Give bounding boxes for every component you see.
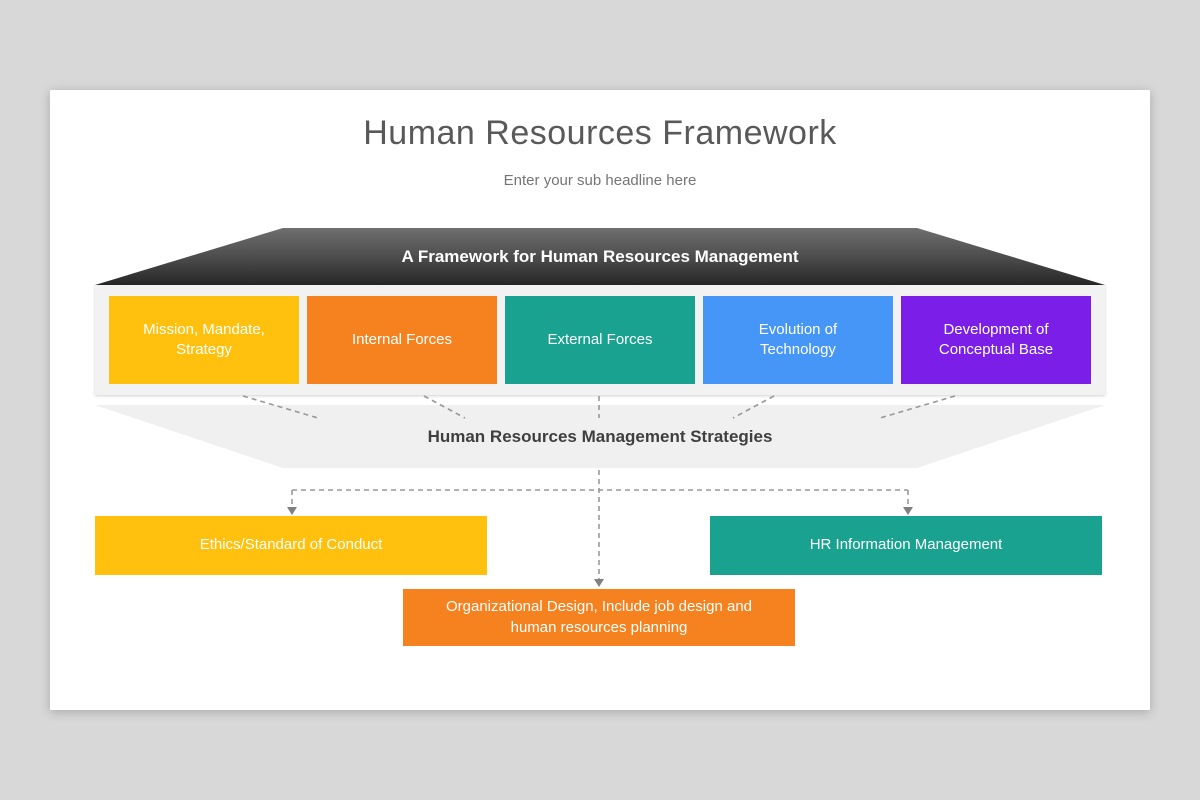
factor-box-evolution-technology-label: Evolution of Technology: [758, 320, 838, 358]
strategies-bar-shape: Human Resources Management Strategies: [95, 405, 1105, 468]
strategies-bar-label: Human Resources Management Strategies: [427, 426, 773, 446]
arrowhead-left: [287, 507, 297, 515]
factor-box-external-forces: External Forces: [505, 296, 695, 384]
slide: Human Resources Framework Enter your sub…: [50, 90, 1150, 710]
page-title: Human Resources Framework: [363, 114, 837, 152]
framework-roof-label: A Framework for Human Resources Manageme…: [401, 246, 799, 266]
factor-box-evolution-technology: Evolution of Technology: [703, 296, 893, 384]
factors-band: Mission, Mandate, Strategy Internal Forc…: [95, 285, 1105, 395]
factor-box-mission: Mission, Mandate, Strategy: [109, 296, 299, 384]
arrowhead-center: [594, 579, 604, 587]
factor-box-conceptual-base-label: Development of Conceptual Base: [938, 320, 1054, 358]
bottom-box-hr-information: HR Information Management: [710, 516, 1102, 575]
bottom-box-ethics-label: Ethics/Standard of Conduct: [199, 536, 383, 554]
factor-box-external-forces-label: External Forces: [547, 330, 653, 348]
bottom-box-hr-information-label: HR Information Management: [809, 536, 1003, 554]
arrowhead-right: [903, 507, 913, 515]
bottom-box-ethics: Ethics/Standard of Conduct: [95, 516, 487, 575]
factor-box-internal-forces: Internal Forces: [307, 296, 497, 384]
factor-box-internal-forces-label: Internal Forces: [351, 330, 453, 348]
subtitle: Enter your sub headline here: [503, 172, 697, 189]
bottom-box-organizational-design-label: Organizational Design, Include job desig…: [445, 598, 753, 636]
bottom-box-organizational-design: Organizational Design, Include job desig…: [403, 589, 795, 646]
factor-box-conceptual-base: Development of Conceptual Base: [901, 296, 1091, 384]
factor-box-mission-label: Mission, Mandate, Strategy: [143, 320, 265, 358]
framework-roof-shape: A Framework for Human Resources Manageme…: [95, 228, 1105, 285]
